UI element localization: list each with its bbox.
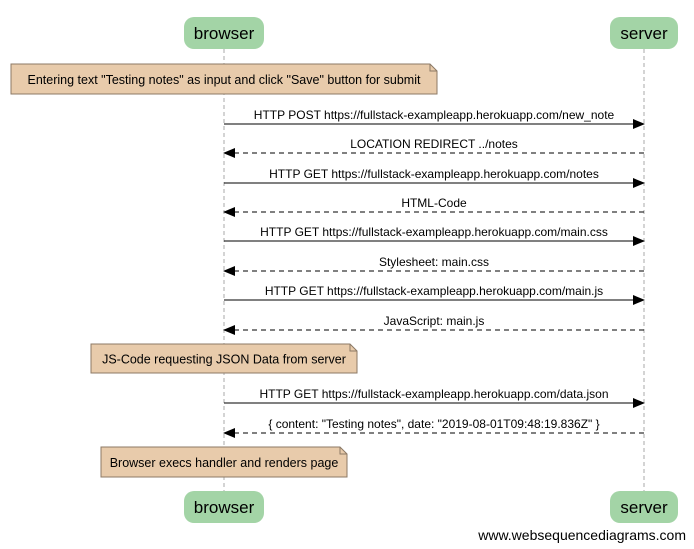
- message-label: LOCATION REDIRECT ../notes: [350, 137, 518, 151]
- actor-label-server-bottom: server: [620, 498, 668, 517]
- message-label: HTTP GET https://fullstack-exampleapp.he…: [259, 387, 608, 401]
- actor-box-server-top: [610, 17, 678, 49]
- message-label: HTTP GET https://fullstack-exampleapp.he…: [265, 284, 603, 298]
- note-text: Entering text "Testing notes" as input a…: [28, 73, 421, 87]
- actor-label-browser-bottom: browser: [194, 498, 255, 517]
- actor-box-browser-top: [184, 17, 264, 49]
- message-label: HTML-Code: [401, 196, 467, 210]
- note-fold: [429, 64, 437, 72]
- actor-label-browser-top: browser: [194, 24, 255, 43]
- actor-label-server-top: server: [620, 24, 668, 43]
- note-text: Browser execs handler and renders page: [110, 456, 339, 470]
- note-fold: [349, 344, 357, 352]
- message-label: JavaScript: main.js: [384, 314, 485, 328]
- note-fold: [339, 447, 347, 455]
- note-box: [100, 446, 348, 478]
- message-label: HTTP GET https://fullstack-exampleapp.he…: [260, 225, 608, 239]
- note-box: [10, 63, 438, 95]
- message-label: HTTP POST https://fullstack-exampleapp.h…: [254, 108, 615, 122]
- footer-watermark: www.websequencediagrams.com: [477, 527, 686, 543]
- message-label: HTTP GET https://fullstack-exampleapp.he…: [269, 167, 599, 181]
- note-box: [90, 343, 358, 374]
- note-text: JS-Code requesting JSON Data from server: [102, 353, 346, 367]
- actor-box-browser-bottom: [184, 491, 264, 523]
- actor-box-server-bottom: [610, 491, 678, 523]
- message-label: { content: "Testing notes", date: "2019-…: [268, 417, 599, 431]
- message-label: Stylesheet: main.css: [379, 255, 489, 269]
